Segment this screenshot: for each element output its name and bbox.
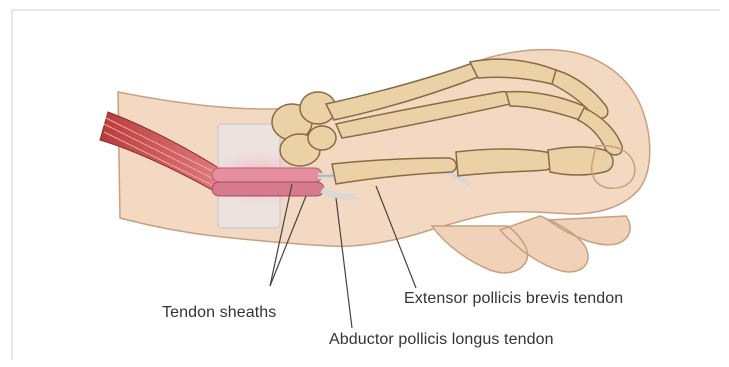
label-extensor-pollicis-brevis-tendon: Extensor pollicis brevis tendon xyxy=(404,290,623,308)
curled-fingers xyxy=(432,216,630,273)
label-abductor-pollicis-longus-tendon: Abductor pollicis longus tendon xyxy=(329,331,554,349)
label-tendon-sheaths: Tendon sheaths xyxy=(162,304,276,322)
tendon-sheath-shapes xyxy=(212,168,324,196)
